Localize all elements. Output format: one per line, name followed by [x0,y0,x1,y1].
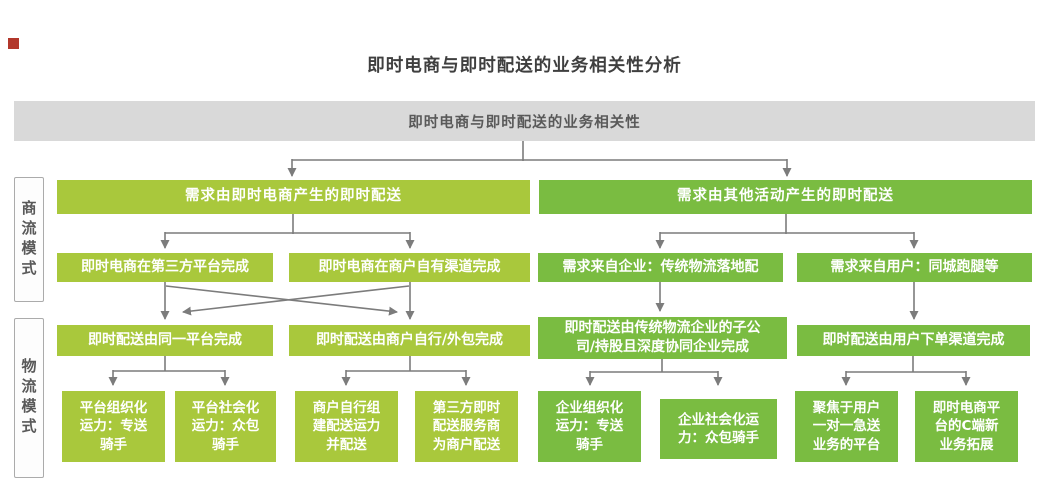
node-l4-a2: 平台社会化运力：众包骑手 [175,391,276,462]
node-l4-b2: 第三方即时配送服务商为商户配送 [415,391,518,462]
node-l4-d2: 即时电商平台的C端新业务拓展 [915,391,1018,462]
node-l4-a1: 平台组织化运力：专送骑手 [62,391,165,462]
page-title: 即时电商与即时配送的业务相关性分析 [367,56,682,76]
row-label-logistics: 物流模式 [14,318,44,478]
node-l3-b: 即时配送由商户自行/外包完成 [289,325,530,356]
node-l3-c: 即时配送由传统物流企业的子公司/持股且深度协同企业完成 [538,317,787,359]
node-l2-a: 即时电商在第三方平台完成 [57,253,273,282]
node-l4-c2: 企业社会化运力：众包骑手 [660,399,777,459]
node-l4-b1: 商户自行组建配送运力并配送 [295,391,398,462]
node-l3-a: 即时配送由同一平台完成 [57,325,273,356]
brand-mark-icon [8,38,19,49]
node-l3-d: 即时配送由用户下单渠道完成 [797,325,1030,356]
root-node: 即时电商与即时配送的业务相关性 [14,101,1035,141]
node-l1-right: 需求由其他活动产生的即时配送 [539,180,1032,214]
node-l1-left: 需求由即时电商产生的即时配送 [57,180,530,214]
node-l4-c1: 企业组织化运力：专送骑手 [538,391,641,462]
row-label-business-flow: 商流模式 [14,177,44,302]
node-l2-c: 需求来自企业：传统物流落地配 [538,253,783,282]
node-l4-d1: 聚焦于用户一对一急送业务的平台 [795,391,898,462]
node-l2-b: 即时电商在商户自有渠道完成 [289,253,530,282]
node-l2-d: 需求来自用户：同城跑腿等 [797,253,1032,282]
